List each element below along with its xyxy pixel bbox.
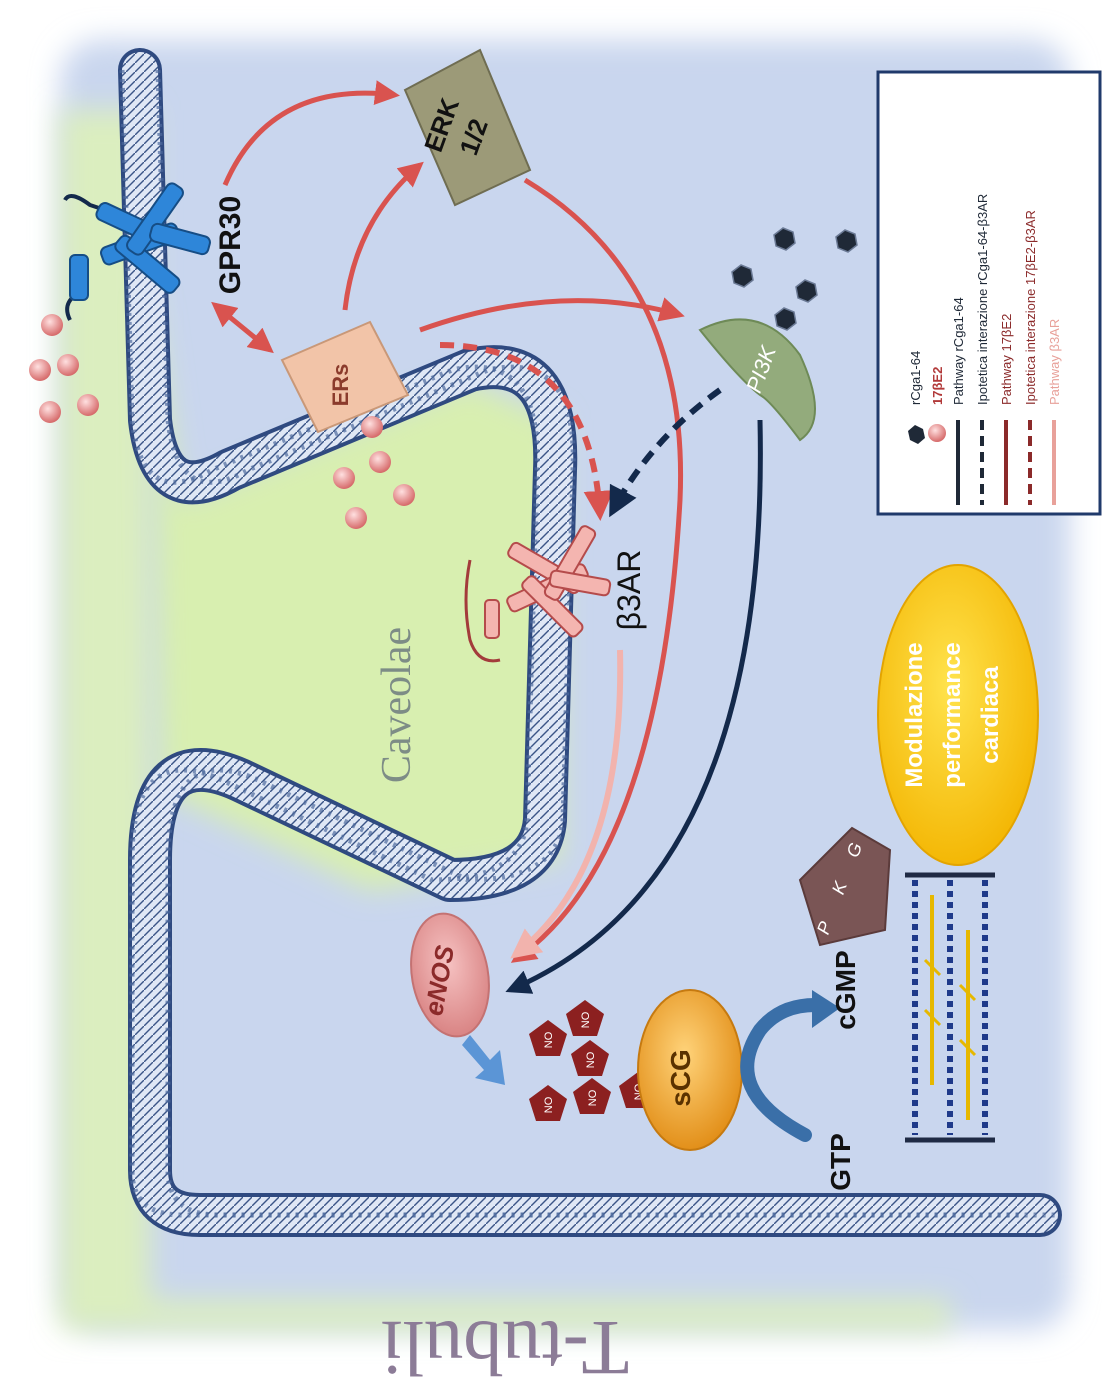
pi3k-to-b3ar-dashed-arrow <box>609 387 722 518</box>
erk-to-enos-arrow <box>510 177 684 963</box>
legend-item-label: Ipotetica interazione 17βE2-β3AR <box>1023 210 1038 405</box>
no-molecule-icon: NO <box>573 1078 611 1114</box>
no-molecule-icon: NO <box>529 1085 567 1121</box>
svg-text:NO: NO <box>543 1031 555 1048</box>
no-molecule-icon: NO <box>529 1020 567 1056</box>
erk-kinase: ERK 1/2 <box>403 48 532 207</box>
gpr30-receptor-icon <box>63 182 211 321</box>
b3ar-to-enos-arrow <box>510 649 624 959</box>
plasma-membrane <box>118 48 1062 1237</box>
rcga-molecule-icon <box>773 227 796 251</box>
rcga-molecule-icon <box>835 229 858 253</box>
pi3k-to-enos-arrow <box>505 419 763 994</box>
gpr30-label: GPR30 <box>214 196 247 294</box>
caveolae-region <box>150 280 560 890</box>
pkg-kinase: P K G <box>798 826 892 947</box>
gpr30-ers-double-arrow <box>211 301 274 354</box>
scg-label: sCG <box>665 1049 696 1107</box>
svg-text:NO: NO <box>543 1096 555 1113</box>
ers-to-pi3k-arrow <box>419 297 685 333</box>
scg-enzyme: sCG <box>637 989 743 1151</box>
gpr30-to-erk-arrow <box>222 80 400 186</box>
pathway-arrows <box>211 80 763 994</box>
no-molecule-icon: NO <box>566 1000 604 1036</box>
ers-to-b3ar-dashed-arrow <box>439 342 614 521</box>
cgmp-label: cGMP <box>830 950 861 1029</box>
ers-label: ERs <box>328 364 353 407</box>
rcga-molecule-icon <box>731 264 754 288</box>
enos-to-no-arrow <box>462 1035 505 1085</box>
t-tubuli-label: T-tubuli <box>381 1305 629 1377</box>
estradiol-molecule-icon <box>39 401 61 423</box>
estradiol-molecule-icon <box>361 416 383 438</box>
outcome-line1: Modulazione <box>901 642 928 787</box>
outcome-line2: performance <box>939 642 966 787</box>
estradiol-molecule-icon <box>345 507 367 529</box>
estradiol-molecules-group <box>29 314 415 529</box>
pi3k-kinase: PI3K <box>698 318 816 442</box>
estradiol-molecule-icon <box>41 314 63 336</box>
estradiol-molecule-icon <box>77 394 99 416</box>
estradiol-molecule-icon <box>29 359 51 381</box>
legend: rCga1-64 17βE2 Pathway rCga1-64 Ipotetic… <box>876 70 1102 516</box>
legend-rcga-molecule-icon <box>908 425 925 444</box>
rcga-molecules-group <box>731 227 858 331</box>
pkg-letter-g: G <box>843 840 867 860</box>
legend-item-label: Pathway rCga1-64 <box>951 297 966 405</box>
ers-receptor: ERs <box>280 320 410 434</box>
sarcomere-icon <box>905 872 995 1143</box>
gtp-to-cgmp-arrowhead <box>812 990 840 1028</box>
estradiol-molecule-icon <box>333 467 355 489</box>
svg-text:NO: NO <box>587 1089 599 1106</box>
gtp-to-cgmp-arrow <box>740 998 822 1142</box>
legend-estradiol-molecule-icon <box>928 424 946 442</box>
no-molecule-icon: NO <box>571 1040 609 1076</box>
estradiol-molecule-icon <box>393 484 415 506</box>
outcome-line3: cardiaca <box>977 666 1004 764</box>
gtp-label: GTP <box>825 1133 856 1191</box>
estradiol-molecule-icon <box>57 354 79 376</box>
legend-item-label: Ipotetica interazione rCga1-64-β3AR <box>975 194 990 405</box>
caveolae-label: Caveolae <box>374 627 420 783</box>
b3ar-label: β3AR <box>611 550 647 631</box>
svg-text:NO: NO <box>580 1011 592 1028</box>
legend-item-label: Pathway β3AR <box>1047 319 1062 405</box>
svg-text:NO: NO <box>585 1051 597 1068</box>
enos-enzyme: eNOS <box>410 912 490 1038</box>
rcga-molecule-icon <box>774 307 797 331</box>
legend-item-label: rCga1-64 <box>908 351 923 405</box>
legend-item-label: Pathway 17βE2 <box>999 314 1014 405</box>
legend-item-label: 17βE2 <box>930 367 945 405</box>
outcome-ellipse: Modulazione performance cardiaca <box>877 564 1039 866</box>
estradiol-molecule-icon <box>369 451 391 473</box>
ers-to-erk-arrow <box>342 161 424 311</box>
rcga-molecule-icon <box>795 279 818 303</box>
b3ar-receptor-icon <box>464 525 612 663</box>
